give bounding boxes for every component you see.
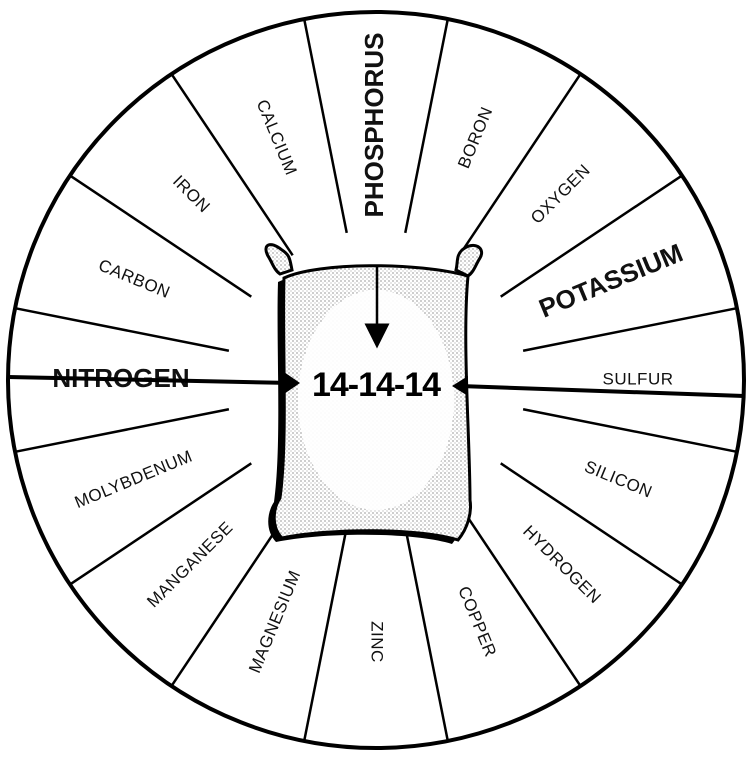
- segment-label-phosphorus: PHOSPHORUS: [359, 33, 389, 218]
- segment-label-sulfur: SULFUR: [602, 369, 673, 388]
- segment-label-zinc: ZINC: [368, 621, 387, 663]
- fertilizer-ratio-label: 14-14-14: [312, 366, 441, 404]
